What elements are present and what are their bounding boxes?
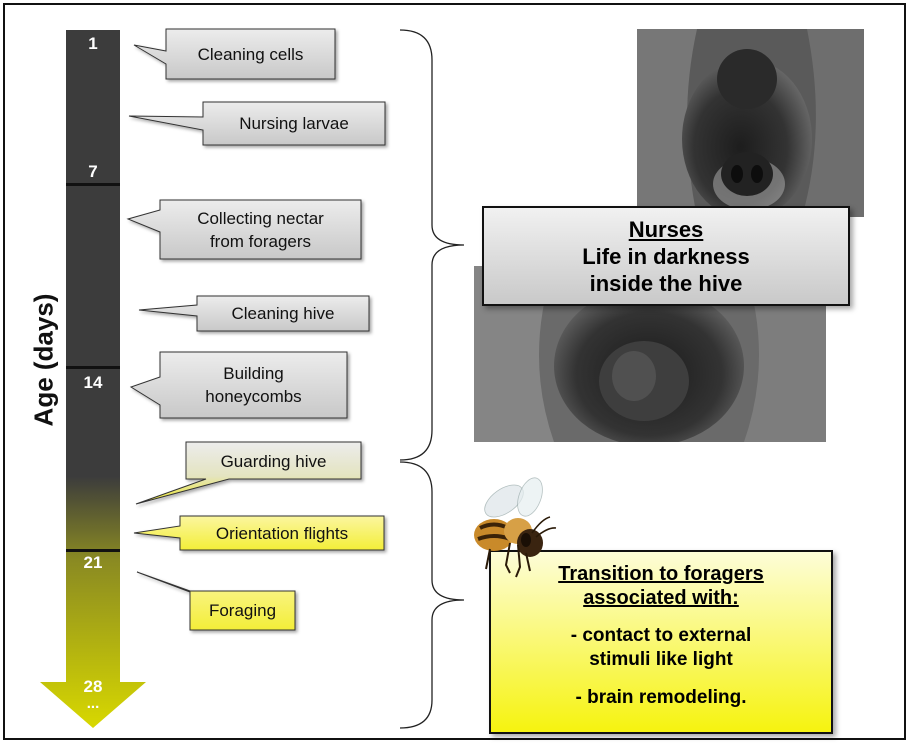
tick-label-ellipsis: ...	[73, 698, 113, 710]
nurses-line-2: inside the hive	[484, 270, 848, 297]
tick-label-7: 7	[73, 162, 113, 182]
foragers-heading-2: associated with:	[491, 586, 831, 610]
tick-line-14	[66, 366, 120, 369]
hive-photo-top-image	[637, 29, 864, 217]
tick-label-28: 28	[73, 677, 113, 697]
callout-foraging: Foraging	[190, 591, 295, 630]
brace-foragers	[400, 462, 464, 728]
callout-orientation-flights: Orientation flights	[180, 516, 384, 550]
callout-cleaning-cells: Cleaning cells	[166, 29, 335, 79]
tick-label-21: 21	[73, 553, 113, 573]
tick-line-7	[66, 183, 120, 186]
nurses-box: Nurses Life in darkness inside the hive	[482, 206, 850, 306]
tick-label-1: 1	[73, 34, 113, 54]
foragers-point-2: - brain remodeling.	[491, 686, 831, 710]
callout-collecting-nectar: Collecting nectar from foragers	[160, 200, 361, 259]
nurses-line-1: Life in darkness	[484, 243, 848, 270]
callout-building-honeycombs: Building honeycombs	[160, 352, 347, 418]
tick-line-21	[66, 549, 120, 552]
foragers-point-1-line-1: - contact to external	[491, 624, 831, 648]
foragers-point-1-line-2: stimuli like light	[491, 648, 831, 672]
hive-photo-top	[637, 29, 864, 217]
axis-title: Age (days)	[29, 294, 60, 427]
callout-guarding-hive: Guarding hive	[186, 444, 361, 479]
bee-icon	[466, 473, 566, 583]
nurses-heading: Nurses	[484, 216, 848, 243]
callout-nursing-larvae: Nursing larvae	[203, 102, 385, 145]
brace-nurses	[400, 30, 464, 460]
tick-label-14: 14	[73, 373, 113, 393]
callout-cleaning-hive: Cleaning hive	[197, 296, 369, 331]
